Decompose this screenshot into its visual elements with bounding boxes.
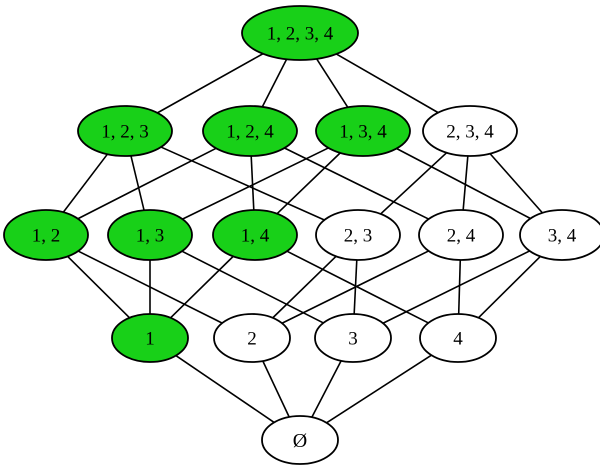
node-shape-134[interactable] (315, 105, 411, 157)
lattice-edge-124-24 (284, 147, 430, 220)
lattice-edge-2-empty (262, 360, 290, 418)
lattice-edge-23-2 (272, 255, 337, 319)
lattice-edge-123-13 (130, 155, 145, 211)
node-shape-14[interactable] (212, 209, 298, 261)
lattice-edge-1234-134 (315, 58, 349, 108)
lattice-edge-234-23 (380, 152, 448, 215)
lattice-node-234[interactable]: 2, 3, 4 (422, 105, 518, 157)
lattice-edge-134-34 (396, 147, 531, 220)
lattice-edge-1-empty (175, 354, 275, 424)
lattice-edge-14-4 (286, 250, 429, 324)
node-shape-3[interactable] (314, 313, 392, 363)
lattice-node-23[interactable]: 2, 3 (315, 209, 401, 261)
lattice-edge-124-12 (77, 147, 217, 220)
lattice-edge-134-13 (182, 147, 329, 220)
lattice-edge-34-4 (477, 255, 541, 319)
node-shape-24[interactable] (418, 209, 504, 261)
node-shape-empty[interactable] (261, 415, 339, 465)
lattice-edge-1234-234 (336, 53, 439, 114)
lattice-edge-4-empty (326, 354, 432, 424)
lattice-edge-34-3 (382, 250, 531, 324)
lattice-node-3[interactable]: 3 (314, 313, 392, 363)
lattice-node-1234[interactable]: 1, 2, 3, 4 (241, 5, 359, 61)
lattice-edge-123-12 (62, 153, 109, 213)
node-shape-124[interactable] (202, 105, 298, 157)
edge-layer (62, 53, 544, 424)
node-shape-1234[interactable] (241, 5, 359, 61)
lattice-edge-12-1 (67, 255, 131, 319)
lattice-edge-14-1 (170, 255, 234, 319)
lattice-node-14[interactable]: 1, 4 (212, 209, 298, 261)
lattice-node-34[interactable]: 3, 4 (519, 209, 600, 261)
node-shape-2[interactable] (213, 313, 291, 363)
lattice-node-124[interactable]: 1, 2, 4 (202, 105, 298, 157)
lattice-edge-134-14 (276, 152, 341, 215)
lattice-edge-1234-124 (261, 58, 288, 108)
lattice-node-134[interactable]: 1, 3, 4 (315, 105, 411, 157)
node-shape-34[interactable] (519, 209, 600, 261)
lattice-node-123[interactable]: 1, 2, 3 (77, 105, 173, 157)
lattice-node-4[interactable]: 4 (419, 313, 497, 363)
node-shape-23[interactable] (315, 209, 401, 261)
lattice-edge-234-24 (462, 155, 469, 211)
lattice-node-1[interactable]: 1 (111, 313, 189, 363)
node-shape-123[interactable] (77, 105, 173, 157)
node-shape-13[interactable] (107, 209, 193, 261)
lattice-node-13[interactable]: 1, 3 (107, 209, 193, 261)
node-shape-1[interactable] (111, 313, 189, 363)
lattice-edge-13-3 (181, 250, 324, 324)
node-shape-234[interactable] (422, 105, 518, 157)
lattice-edge-234-34 (489, 153, 544, 214)
lattice-node-2[interactable]: 2 (213, 313, 291, 363)
node-shape-12[interactable] (3, 209, 89, 261)
node-shape-4[interactable] (419, 313, 497, 363)
lattice-edge-24-2 (281, 250, 430, 324)
lattice-edge-123-23 (160, 146, 325, 221)
lattice-node-empty[interactable]: Ø (261, 415, 339, 465)
lattice-edge-24-4 (457, 259, 462, 315)
lattice-node-24[interactable]: 2, 4 (418, 209, 504, 261)
lattice-node-12[interactable]: 1, 2 (3, 209, 89, 261)
lattice-edge-1234-123 (156, 53, 264, 114)
lattice-edge-3-empty (311, 360, 342, 418)
lattice-edge-124-14 (250, 155, 255, 211)
